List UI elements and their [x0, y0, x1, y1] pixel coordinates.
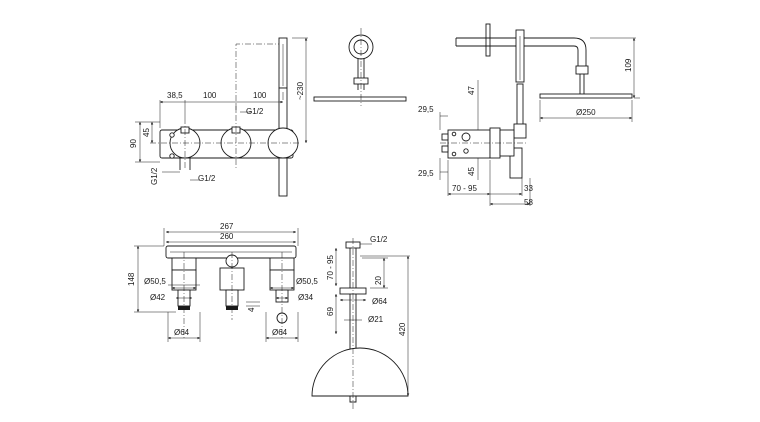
- dim-64-right: Ø64: [272, 328, 288, 337]
- dim-50-5-right: Ø50,5: [296, 277, 318, 286]
- dim-47: 47: [467, 86, 476, 95]
- shower-head-front: [313, 28, 407, 106]
- dim-250: Ø250: [576, 108, 596, 117]
- dim-50-5-left: Ø50,5: [144, 277, 166, 286]
- dim-34: Ø34: [298, 293, 314, 302]
- dim-260: 260: [220, 232, 234, 241]
- dim-148: 148: [127, 272, 136, 286]
- dim-g12-head: G1/2: [370, 235, 388, 244]
- dim-70-95-head: 70 - 95: [326, 255, 335, 280]
- body-front-view: 267 260 148 Ø50,5 Ø42 Ø64 Ø50,5 Ø34 4 Ø: [127, 222, 318, 342]
- dim-29-5-top: 29,5: [418, 105, 434, 114]
- round-shower-head: [311, 347, 409, 397]
- dim-g12-bottom: G1/2: [198, 174, 216, 183]
- dim-69: 69: [326, 307, 335, 316]
- dim-4: 4: [247, 307, 256, 312]
- dim-38-5: 38,5: [167, 91, 183, 100]
- dim-21: Ø21: [368, 315, 384, 324]
- dim-45: 45: [142, 128, 151, 137]
- dim-100-a: 100: [203, 91, 217, 100]
- dim-70-95: 70 - 95: [452, 184, 477, 193]
- dim-420: 420: [398, 322, 407, 336]
- dim-29-5-bottom: 29,5: [418, 169, 434, 178]
- dim-20: 20: [374, 276, 383, 285]
- dim-90: 90: [129, 139, 138, 148]
- dim-42: Ø42: [150, 293, 166, 302]
- shower-head-side: [539, 93, 633, 99]
- side-view: 29,5 47 45 29,5 70 - 95 33 58 109 Ø250: [418, 23, 640, 207]
- dim-64-left: Ø64: [174, 328, 190, 337]
- dim-33: 33: [524, 184, 533, 193]
- dim-g12-top: G1/2: [246, 107, 264, 116]
- dim-109: 109: [624, 58, 633, 72]
- hose-path: [235, 43, 280, 112]
- dim-230: ~230: [296, 81, 305, 100]
- wall-plate-side: [485, 23, 491, 57]
- dim-64-head: Ø64: [372, 297, 388, 306]
- front-view: 38,5 100 100 G1/2 ~230 90 45 G1/2 G1/2: [129, 37, 308, 197]
- dim-45-side: 45: [467, 167, 476, 176]
- dim-58: 58: [524, 198, 533, 207]
- dim-100-b: 100: [253, 91, 267, 100]
- dim-267: 267: [220, 222, 234, 231]
- dim-g12-side: G1/2: [150, 167, 159, 185]
- shower-head-side-view: G1/2 70 - 95 20 Ø64 69 Ø21 420: [311, 235, 410, 410]
